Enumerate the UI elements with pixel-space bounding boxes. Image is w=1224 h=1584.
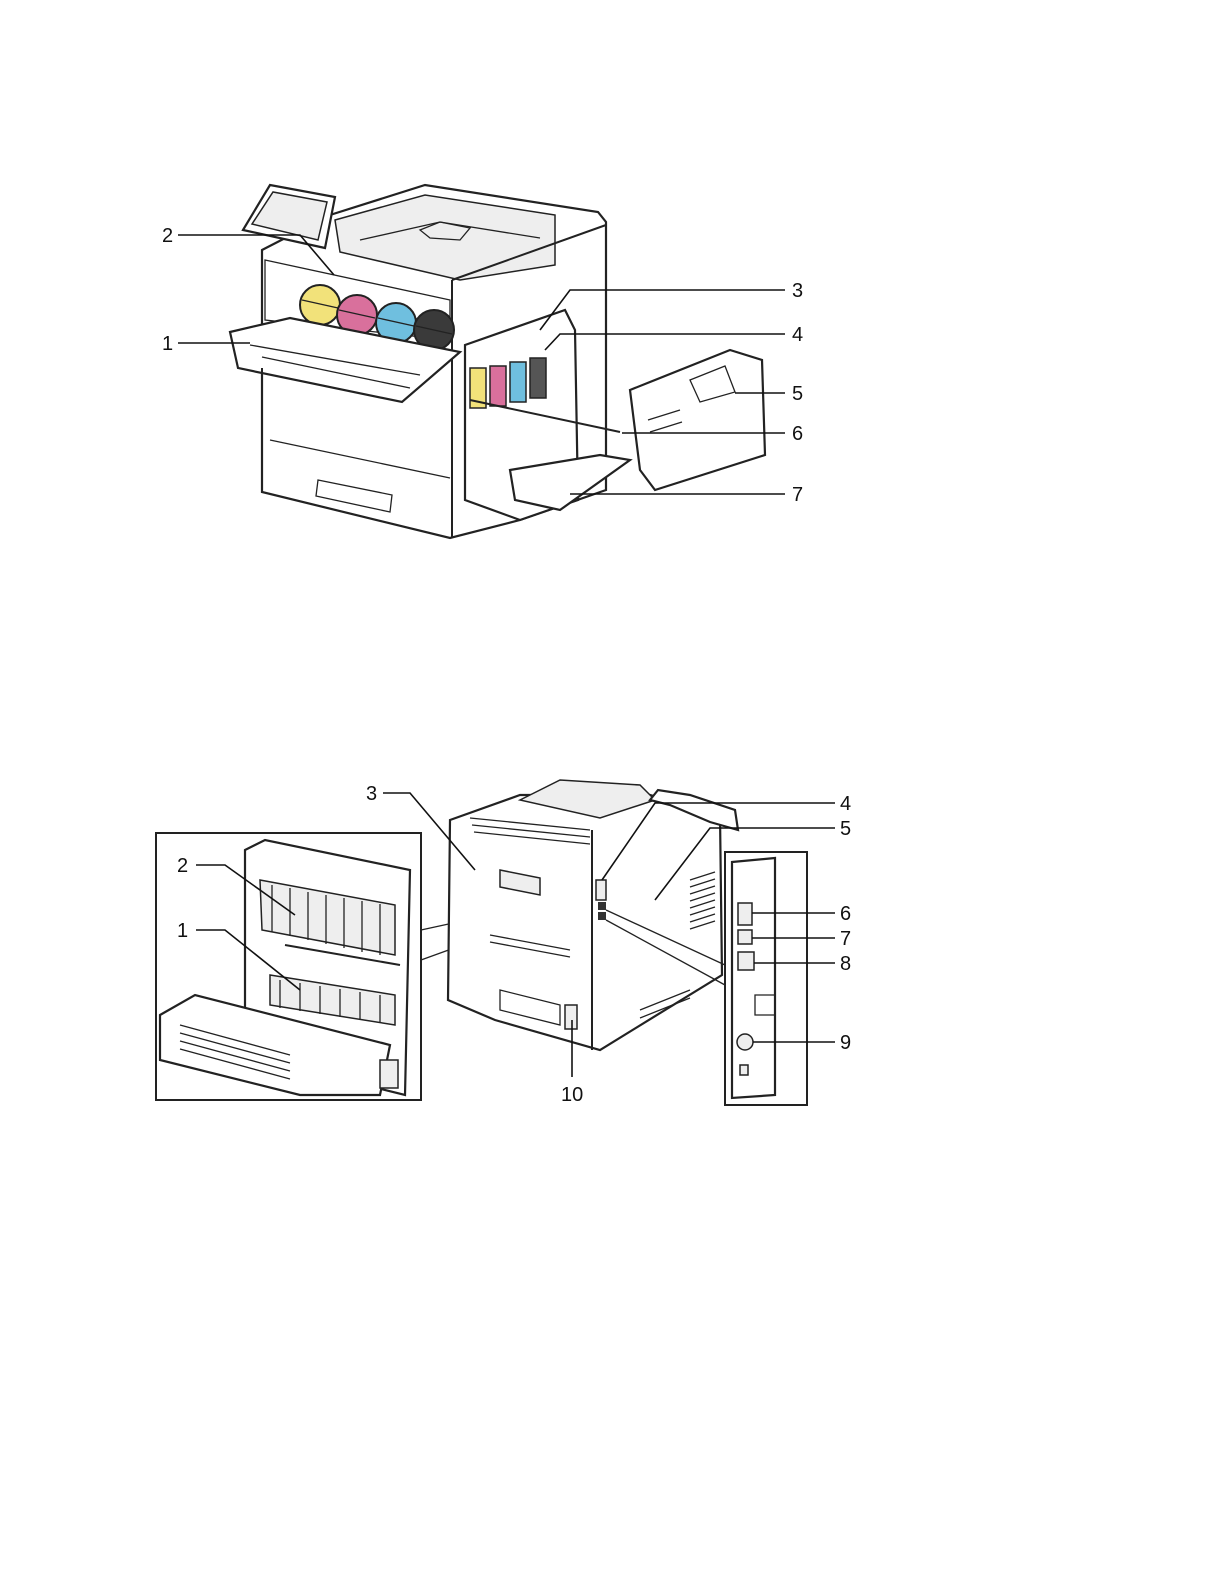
rear-callout-5: 5 <box>840 818 851 840</box>
rear-callout-7: 7 <box>840 928 851 950</box>
front-printer-illustration <box>230 185 765 538</box>
rear-callout-4: 4 <box>840 793 851 815</box>
front-callout-1: 1 <box>162 333 173 355</box>
front-callout-7: 7 <box>792 484 803 506</box>
rear-callout-2: 2 <box>177 855 188 877</box>
ethernet-port <box>738 952 754 970</box>
control-panel-display <box>243 185 335 248</box>
yellow-toner-cartridge <box>300 285 340 325</box>
front-callout-5: 5 <box>792 383 803 405</box>
rear-door-inset <box>156 833 421 1100</box>
rear-callout-3: 3 <box>366 783 377 805</box>
rear-callout-8: 8 <box>840 953 851 975</box>
front-callout-2: 2 <box>162 225 173 247</box>
front-callout-4: 4 <box>792 324 803 346</box>
power-socket <box>565 1005 577 1029</box>
rear-callout-1: 1 <box>177 920 188 942</box>
rear-printer-illustration <box>448 780 738 1050</box>
front-callout-6: 6 <box>792 423 803 445</box>
rear-callout-6: 6 <box>840 903 851 925</box>
rear-callout-10: 10 <box>561 1084 583 1106</box>
usb-ports <box>738 903 752 925</box>
rear-port-panel-inset <box>725 852 807 1105</box>
usb-device-port <box>738 930 752 944</box>
front-callout-3: 3 <box>792 280 803 302</box>
power-connector <box>737 1034 753 1050</box>
waste-cartridge <box>630 350 765 490</box>
rear-callout-9: 9 <box>840 1032 851 1054</box>
